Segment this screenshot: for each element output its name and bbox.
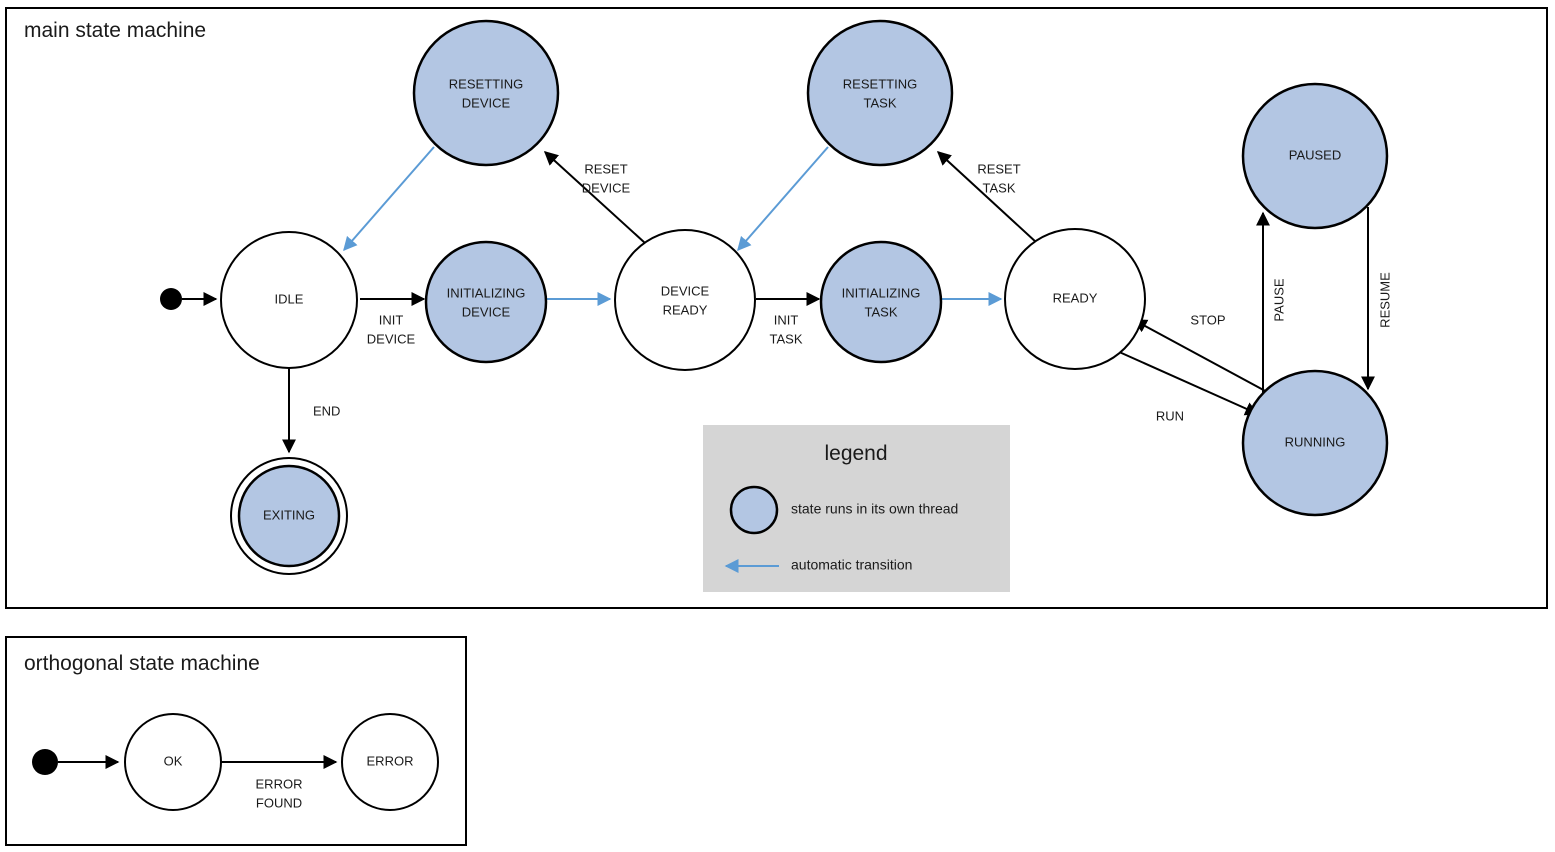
state-device-ready[interactable]: DEVICE READY	[614, 229, 756, 371]
state-initializing-task-label-2: TASK	[865, 304, 898, 319]
state-initializing-device-circle[interactable]	[424, 240, 548, 364]
transition-auto-idle	[343, 146, 435, 252]
state-exiting-outer-ring	[230, 457, 348, 575]
state-resetting-device-circle[interactable]	[412, 19, 560, 167]
state-initializing-device-label-2: DEVICE	[462, 304, 511, 319]
transition-init-task-label-1: INIT	[774, 312, 799, 327]
transition-init-task: INIT TASK	[756, 292, 821, 346]
transition-reset-device: RESET DEVICE	[543, 151, 646, 244]
state-ready-label: READY	[1053, 290, 1098, 305]
state-running-circle[interactable]	[1241, 369, 1389, 517]
state-exiting-circle[interactable]	[237, 464, 341, 568]
legend-thread-circle-icon	[729, 485, 779, 535]
transition-pause-label: PAUSE	[1271, 278, 1286, 321]
orthogonal-state-machine-container: orthogonal state machine ERROR FOUND OK …	[5, 636, 467, 846]
state-resetting-task[interactable]: RESETTING TASK	[806, 19, 954, 167]
orthogonal-container-title: orthogonal state machine	[24, 652, 260, 675]
state-initializing-device[interactable]: INITIALIZING DEVICE	[424, 240, 548, 364]
state-idle-circle[interactable]	[220, 231, 358, 369]
transition-pause: PAUSE	[1256, 211, 1286, 395]
transition-reset-task-label-1: RESET	[977, 161, 1020, 176]
transition-stop-line	[1132, 319, 1270, 394]
state-resetting-device[interactable]: RESETTING DEVICE	[412, 19, 560, 167]
state-device-ready-circle[interactable]	[614, 229, 756, 371]
transition-run: RUN	[1116, 350, 1260, 423]
state-idle-label: IDLE	[275, 291, 304, 306]
state-resetting-task-label-2: TASK	[864, 95, 897, 110]
transition-reset-task-line	[936, 151, 1038, 244]
transition-end-label: END	[313, 403, 340, 418]
state-initializing-task-circle[interactable]	[819, 240, 943, 364]
state-resetting-device-label-2: DEVICE	[462, 95, 511, 110]
transition-reset-device-label-2: DEVICE	[582, 180, 631, 195]
transition-start-to-idle	[160, 288, 218, 310]
state-idle[interactable]: IDLE	[220, 231, 358, 369]
state-resetting-device-label-1: RESETTING	[449, 76, 523, 91]
state-device-ready-label-2: READY	[663, 302, 708, 317]
legend-title: legend	[824, 442, 887, 465]
transition-init-device-label-1: INIT	[379, 312, 404, 327]
orthogonal-transition-error-found-label-2: FOUND	[256, 795, 302, 810]
legend-item-auto-transition-text: automatic transition	[791, 557, 912, 573]
state-initializing-task[interactable]: INITIALIZING TASK	[819, 240, 943, 364]
transition-run-line	[1116, 350, 1260, 416]
transition-reset-task-label-2: TASK	[983, 180, 1016, 195]
transition-stop: STOP	[1132, 312, 1270, 394]
orthogonal-state-error-circle[interactable]	[341, 713, 439, 811]
state-initializing-device-label-1: INITIALIZING	[447, 285, 526, 300]
transition-reset-device-line	[543, 151, 646, 244]
transition-auto-idle-line	[343, 146, 435, 252]
orthogonal-initial-state-dot	[32, 749, 58, 775]
transition-init-device-label-2: DEVICE	[367, 331, 416, 346]
transition-resume-label: RESUME	[1377, 272, 1392, 328]
orthogonal-transition-error-found-label-1: ERROR	[256, 776, 303, 791]
state-initializing-task-label-1: INITIALIZING	[842, 285, 921, 300]
initial-state-dot	[160, 288, 182, 310]
state-resetting-task-circle[interactable]	[806, 19, 954, 167]
transition-run-label: RUN	[1156, 408, 1184, 423]
orthogonal-state-error[interactable]: ERROR	[341, 713, 439, 811]
state-running[interactable]: RUNNING	[1241, 369, 1389, 517]
main-container-title: main state machine	[24, 19, 206, 42]
state-ready-circle[interactable]	[1004, 228, 1146, 370]
transition-stop-label: STOP	[1190, 312, 1225, 327]
transition-init-device: INIT DEVICE	[360, 292, 426, 346]
orthogonal-state-ok-label: OK	[164, 753, 183, 768]
state-exiting[interactable]: EXITING	[230, 457, 348, 575]
orthogonal-state-error-label: ERROR	[367, 753, 414, 768]
state-paused[interactable]: PAUSED	[1241, 82, 1389, 230]
transition-auto-device-ready-2-line	[737, 146, 829, 252]
legend-item-thread-state-text: state runs in its own thread	[791, 501, 958, 517]
state-exiting-label: EXITING	[263, 507, 315, 522]
transition-end: END	[282, 368, 340, 454]
orthogonal-state-ok[interactable]: OK	[124, 713, 222, 811]
orthogonal-transition-error-found: ERROR FOUND	[221, 755, 338, 810]
transition-resume: RESUME	[1361, 207, 1392, 391]
legend: legend state runs in its own thread auto…	[703, 425, 1010, 592]
transition-reset-task: RESET TASK	[936, 151, 1038, 244]
state-ready[interactable]: READY	[1004, 228, 1146, 370]
state-paused-circle[interactable]	[1241, 82, 1389, 230]
state-paused-label: PAUSED	[1289, 147, 1342, 162]
transition-init-task-label-2: TASK	[770, 331, 803, 346]
transition-reset-device-label-1: RESET	[584, 161, 627, 176]
orthogonal-transition-start-to-ok	[32, 749, 120, 775]
transition-auto-device-ready-2	[737, 146, 829, 252]
state-running-label: RUNNING	[1285, 434, 1346, 449]
orthogonal-state-ok-circle[interactable]	[124, 713, 222, 811]
state-device-ready-label-1: DEVICE	[661, 283, 710, 298]
state-resetting-task-label-1: RESETTING	[843, 76, 917, 91]
